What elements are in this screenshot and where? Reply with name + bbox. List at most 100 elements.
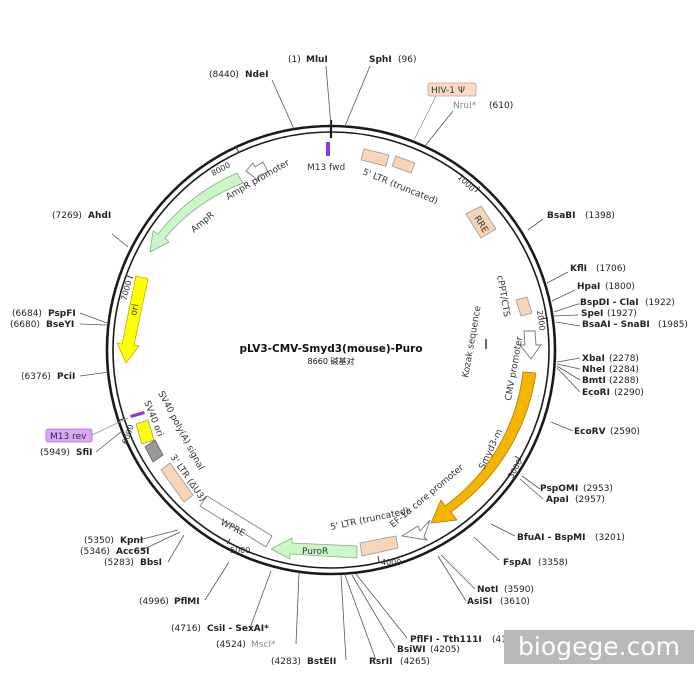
enzyme-ahdi-pos: (7269) (52, 211, 82, 221)
plasmid-length: 8660 碱基对 (308, 356, 355, 366)
enzyme-apai-name: ApaI (546, 495, 569, 505)
enzyme-ecorv-name: EcoRV (574, 427, 606, 437)
enzyme-claI-name: BspDI - ClaI (580, 298, 639, 308)
enzyme-sfii-name: SfiI (76, 448, 93, 458)
enzyme-nrui-pos: (610) (489, 101, 513, 111)
tag-hiv1-psi-box (427, 82, 477, 97)
enzyme-xbai-name: XbaI (582, 354, 605, 364)
enzyme-acc65i-name: Acc65I (116, 547, 150, 557)
enzyme-apai-pos: (2957) (575, 495, 605, 505)
enzyme-nhei-name: NheI (582, 365, 605, 375)
feature-ampr-promoter-arrow (245, 161, 269, 183)
enzyme-spei-name: SpeI (581, 309, 603, 319)
tag-m13-rev-box (45, 428, 93, 443)
enzyme-asisi-name: AsiSI (467, 597, 492, 607)
enzyme-pflmi-pos: (4996) (139, 597, 169, 607)
enzyme-rsrii-name: RsrII (369, 657, 392, 667)
feature-puror-label: PuroR (302, 547, 328, 557)
enzyme-bseyi-name: BseYI (46, 320, 74, 330)
enzyme-mlui-name: MluI (306, 55, 328, 65)
tick-4000-label: 4000 (381, 558, 401, 567)
enzyme-kfli-pos: (1706) (596, 264, 626, 274)
tick-2000-label: 2000 (535, 310, 547, 331)
enzyme-pspfi-name: PspFI (48, 309, 76, 319)
enzyme-kpni-pos: (5350) (84, 536, 114, 546)
tick-5000-label: 5000 (230, 546, 250, 555)
tick-4000: 4000 (377, 555, 401, 567)
enzyme-hpai-pos: (1800) (605, 282, 635, 292)
tag-hiv1-psi-label: HIV-1 Ψ (431, 86, 465, 96)
feature-sv40-polya-box (144, 439, 164, 463)
feature-cppt-label: cPPT/CTS (494, 275, 511, 318)
enzyme-pspomi-pos: (2953) (583, 484, 613, 494)
feature-5ltr-top-box-b (391, 155, 416, 174)
feature-ori-label: ori (129, 303, 141, 317)
tick-8000-label: 8000 (210, 160, 232, 178)
feature-m13-fwd-mark (326, 142, 330, 156)
enzyme-ecori-name: EcoRI (582, 388, 610, 398)
enzyme-nhei-pos: (2284) (609, 365, 639, 375)
enzyme-fspai-pos: (3358) (538, 558, 568, 568)
enzyme-pspomi-name: PspOMI (540, 484, 578, 494)
enzyme-pflmi-name: PflMI (174, 597, 200, 607)
enzyme-ndei-pos: (8440) (209, 70, 239, 80)
feature-m13-fwd-label: M13 fwd (307, 163, 345, 173)
enzyme-claI-pos: (1922) (645, 298, 675, 308)
enzyme-bmti-name: BmtI (582, 376, 606, 386)
feature-smyd3-arrow (430, 371, 537, 524)
enzyme-spei-pos: (1927) (607, 309, 637, 319)
feature-ampr-label: AmpR (190, 210, 217, 235)
enzyme-bmti-pos: (2288) (609, 376, 639, 386)
feature-puror-arrow (270, 537, 358, 560)
enzyme-pcii-name: PciI (57, 372, 75, 382)
feature-ampr-arrow (149, 172, 244, 253)
enzyme-nrui-name: NruI* (453, 101, 477, 111)
enzyme-bsteii-name: BstEII (307, 657, 336, 667)
feature-cmv-promoter-arrow (519, 330, 542, 360)
enzyme-noti-name: NotI (477, 585, 498, 595)
enzyme-msci-name: MscI* (251, 640, 276, 650)
tag-m13-rev-label: M13 rev (50, 432, 87, 442)
enzyme-bsabi-name: BsaBI (547, 211, 576, 221)
enzyme-fspai-name: FspAI (503, 558, 531, 568)
enzyme-kpni-name: KpnI (120, 536, 143, 546)
plasmid-name: pLV3-CMV-Smyd3(mouse)-Puro (239, 343, 422, 355)
enzyme-bbsi-name: BbsI (140, 558, 162, 568)
watermark-text: biogege.com (518, 632, 680, 661)
enzyme-ndei-name: NdeI (245, 70, 268, 80)
enzyme-bsiwi-pos: (4205) (430, 645, 460, 655)
feature-5ltr-bottom-box (359, 535, 399, 557)
feature-kozak-mark (485, 339, 487, 349)
enzyme-bseyi-pos: (6680) (10, 320, 40, 330)
enzyme-bspmi-pos: (3201) (595, 533, 625, 543)
feature-5ltr-top-label: 5' LTR (truncated) (361, 168, 439, 207)
feature-3ltr-box (160, 462, 194, 503)
enzyme-rsrii-pos: (4265) (400, 657, 430, 667)
enzyme-sphi-name: SphI (369, 55, 392, 65)
enzyme-tth111i-name: PflFI - Tth111I (410, 635, 482, 645)
enzyme-ahdi-name: AhdI (88, 211, 111, 221)
enzyme-sexai-pos: (4716) (171, 624, 201, 634)
tick-5000: 5000 (226, 538, 250, 555)
enzyme-snabi-pos: (1985) (658, 320, 688, 330)
feature-kozak-label: Kozak sequence (461, 305, 484, 379)
tick-2000: 2000 (535, 310, 549, 331)
enzyme-hpai-name: HpaI (577, 282, 600, 292)
feature-tags: HIV-1 Ψ M13 rev (45, 82, 477, 443)
enzyme-sexai-name: CsiI - SexAI* (207, 624, 269, 634)
feature-ef1a-promoter-arrow (400, 519, 431, 541)
enzyme-bsteii-pos: (4283) (271, 657, 301, 667)
feature-5ltr-top-box-a (360, 148, 390, 167)
enzyme-bbsi-pos: (5283) (104, 558, 134, 568)
feature-sv40-ori-box (135, 419, 155, 445)
enzyme-kfli-name: KflI (570, 264, 587, 274)
enzyme-bsabi-pos: (1398) (585, 211, 615, 221)
tick-1000: 1000 (456, 173, 481, 193)
enzyme-ecorv-pos: (2590) (610, 427, 640, 437)
enzyme-noti-pos: (3590) (504, 585, 534, 595)
restriction-sites: (1) MluI SphI (96) (8440) NdeI NruI* (61… (10, 55, 688, 667)
enzyme-snabi-name: BsaAI - SnaBI (582, 320, 650, 330)
enzyme-pspfi-pos: (6684) (12, 309, 42, 319)
enzyme-sfii-pos: (5949) (40, 448, 70, 458)
enzyme-ecori-pos: (2290) (614, 388, 644, 398)
